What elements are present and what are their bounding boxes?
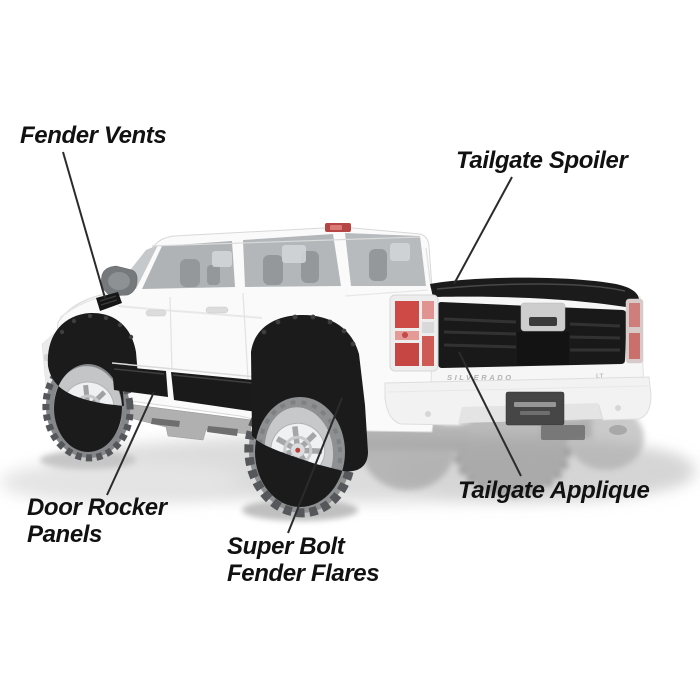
front-door-handle <box>145 309 167 317</box>
flare-rivets-front <box>59 313 134 340</box>
label-super-bolt-line2: Fender Flares <box>227 560 380 587</box>
leader-lines <box>62 151 522 534</box>
tailgate-applique-part <box>438 302 627 368</box>
label-door-rocker-panels: Door Rocker Panels <box>27 494 167 548</box>
tailgate-badge-text: SILVERADO <box>447 373 514 382</box>
door-rocker-panel-part <box>111 362 257 412</box>
rear-fender-flare-part <box>251 314 368 507</box>
label-fender-vents: Fender Vents <box>20 122 167 149</box>
taillight-left <box>389 294 439 372</box>
leader-line-super-bolt-fender-flares <box>287 397 343 534</box>
exhaust-tip <box>609 425 627 435</box>
leader-line-door-rocker-panels <box>106 391 155 496</box>
rear-door-handle <box>205 306 229 314</box>
license-plate <box>505 391 565 426</box>
label-tailgate-applique: Tailgate Applique <box>458 477 650 504</box>
leader-line-tailgate-applique <box>458 351 522 477</box>
tailgate-spoiler-part <box>430 277 640 308</box>
label-door-rocker-line2: Panels <box>27 521 102 548</box>
front-fender-flare-part <box>47 312 138 452</box>
trim-badge-text: LT <box>596 373 603 380</box>
leader-line-fender-vents <box>62 151 106 299</box>
trailer-hitch <box>541 425 585 440</box>
leader-line-tailgate-spoiler <box>453 176 513 285</box>
label-door-rocker-line1: Door Rocker <box>27 494 167 521</box>
label-tailgate-spoiler: Tailgate Spoiler <box>456 147 628 174</box>
label-super-bolt-line1: Super Bolt <box>227 533 345 560</box>
fender-vent-part <box>96 292 122 311</box>
third-brake-light <box>325 223 351 232</box>
flare-rivets-rear <box>261 314 356 347</box>
rear-bumper <box>384 376 652 440</box>
taillight-right <box>625 298 644 364</box>
label-super-bolt-fender-flares: Super Bolt Fender Flares <box>227 533 380 587</box>
side-mirror <box>101 265 138 300</box>
